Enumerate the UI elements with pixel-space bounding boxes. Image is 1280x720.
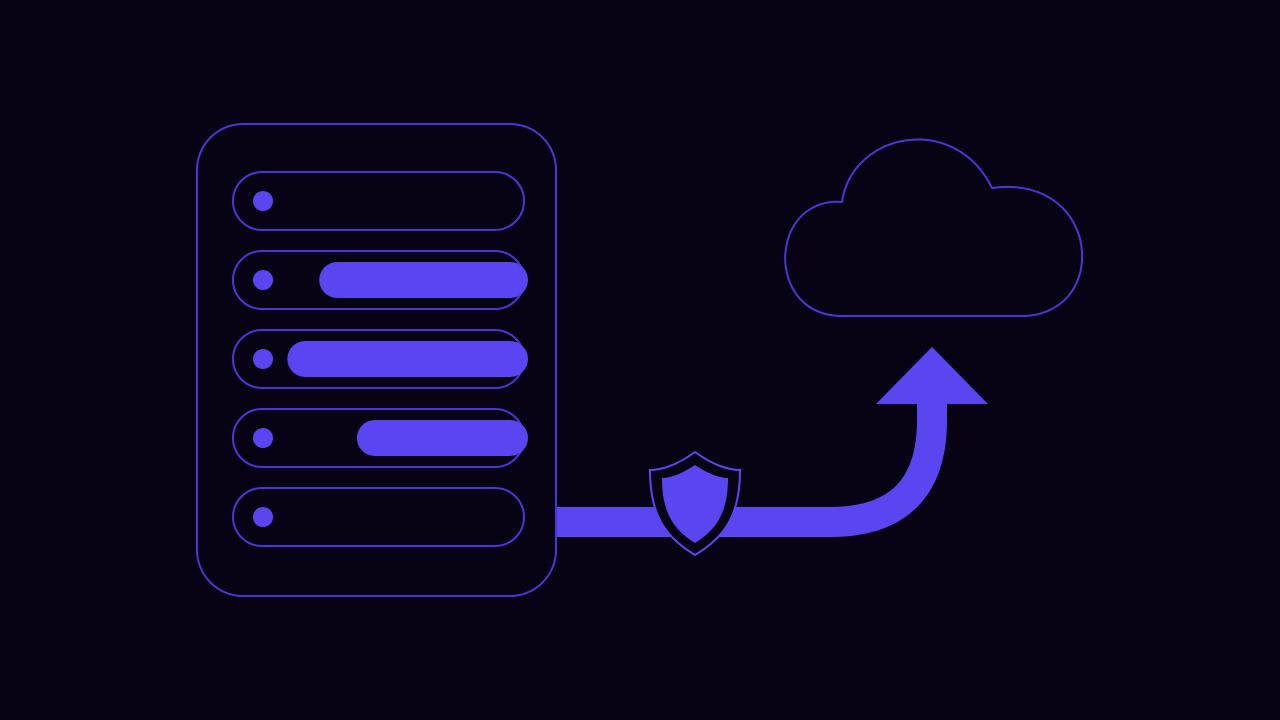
server-slot xyxy=(232,250,528,310)
cloud-outline xyxy=(784,138,1084,317)
status-dot-icon xyxy=(253,349,273,369)
server-slot-outline xyxy=(232,171,525,231)
status-dot-icon xyxy=(253,428,273,448)
server-slot xyxy=(232,329,528,389)
status-dot-icon xyxy=(253,191,273,211)
cloud-icon xyxy=(784,138,1084,317)
server-rack-icon xyxy=(196,123,557,597)
server-slot-load-bar xyxy=(356,420,528,456)
status-dot-icon xyxy=(253,270,273,290)
server-slot-outline xyxy=(232,487,525,547)
server-slot-load-bar xyxy=(287,341,528,377)
server-slots xyxy=(232,171,528,547)
server-slot xyxy=(232,408,528,468)
status-dot-icon xyxy=(253,507,273,527)
shield-inner xyxy=(662,465,728,543)
shield-icon xyxy=(648,450,742,557)
upload-arrow-head xyxy=(876,347,988,404)
server-slot xyxy=(232,487,525,547)
upload-path xyxy=(505,398,947,537)
server-slot xyxy=(232,171,525,231)
upload-arrow-icon xyxy=(505,347,988,537)
server-slot-load-bar xyxy=(319,262,528,298)
